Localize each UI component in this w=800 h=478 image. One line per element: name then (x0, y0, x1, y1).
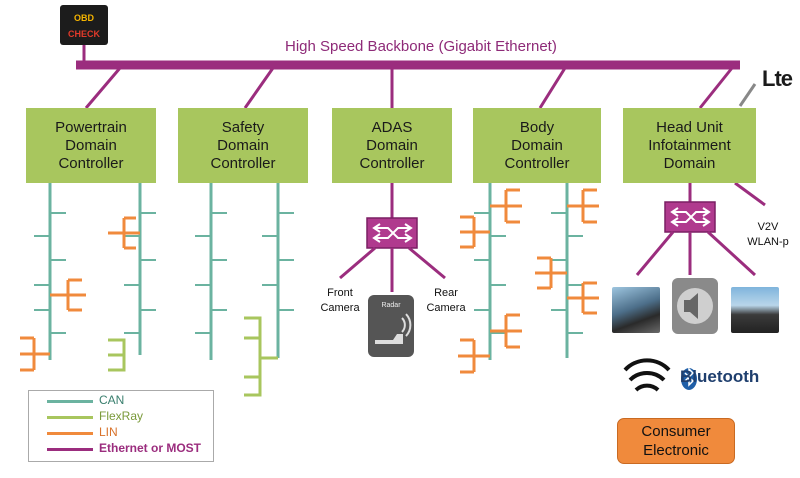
legend-swatch-flexray (47, 416, 93, 419)
lin-buses (20, 188, 599, 374)
speaker-icon (672, 278, 718, 334)
radar-icon (368, 295, 414, 357)
obd-check-icon: OBD CHECK (60, 5, 108, 45)
backbone-label: High Speed Backbone (Gigabit Ethernet) (285, 38, 557, 55)
lte-logo: Lte (762, 66, 793, 91)
adas-sensor-links (339, 246, 446, 292)
powertrain-controller: Powertrain Domain Controller (26, 108, 156, 183)
legend-swatch-ethernet (47, 448, 93, 451)
head-unit-switch-icon (664, 201, 716, 233)
backbone-links (84, 67, 734, 109)
consumer-electronic-box: Consumer Electronic (617, 418, 735, 464)
legend-swatch-lin (47, 432, 93, 435)
legend-label-lin: LIN (99, 425, 118, 439)
legend: CAN FlexRay LIN Ethernet or MOST (28, 390, 214, 462)
legend-label-flexray: FlexRay (99, 409, 144, 423)
body-controller: Body Domain Controller (473, 108, 601, 183)
legend-swatch-can (47, 400, 93, 403)
lte-link (738, 83, 757, 107)
bluetooth-label: Bluetooth (680, 367, 760, 386)
obd-check-label: CHECK (67, 29, 100, 39)
hu-device-links (635, 181, 766, 277)
wireless-icon (623, 358, 671, 392)
legend-label-ethernet: Ethernet or MOST (99, 441, 202, 455)
front-camera-label: Front Camera (320, 287, 360, 314)
legend-label-can: CAN (99, 393, 125, 407)
v2v-label: V2V WLAN-p (747, 221, 789, 248)
can-stubs (34, 212, 583, 334)
rear-camera-label: Rear Camera (426, 287, 466, 314)
flexray-buses (108, 316, 278, 397)
safety-controller: Safety Domain Controller (178, 108, 308, 183)
radar-label: Radar (381, 302, 401, 309)
obd-label: OBD (74, 13, 94, 23)
adas-switch-icon (366, 217, 418, 249)
adas-controller: ADAS Domain Controller (332, 108, 452, 183)
windshield-view-image (731, 287, 779, 333)
head-unit-controller: Head Unit Infotainment Domain (623, 108, 756, 183)
dashboard-display-image (612, 287, 660, 333)
bluetooth-icon (681, 367, 697, 390)
